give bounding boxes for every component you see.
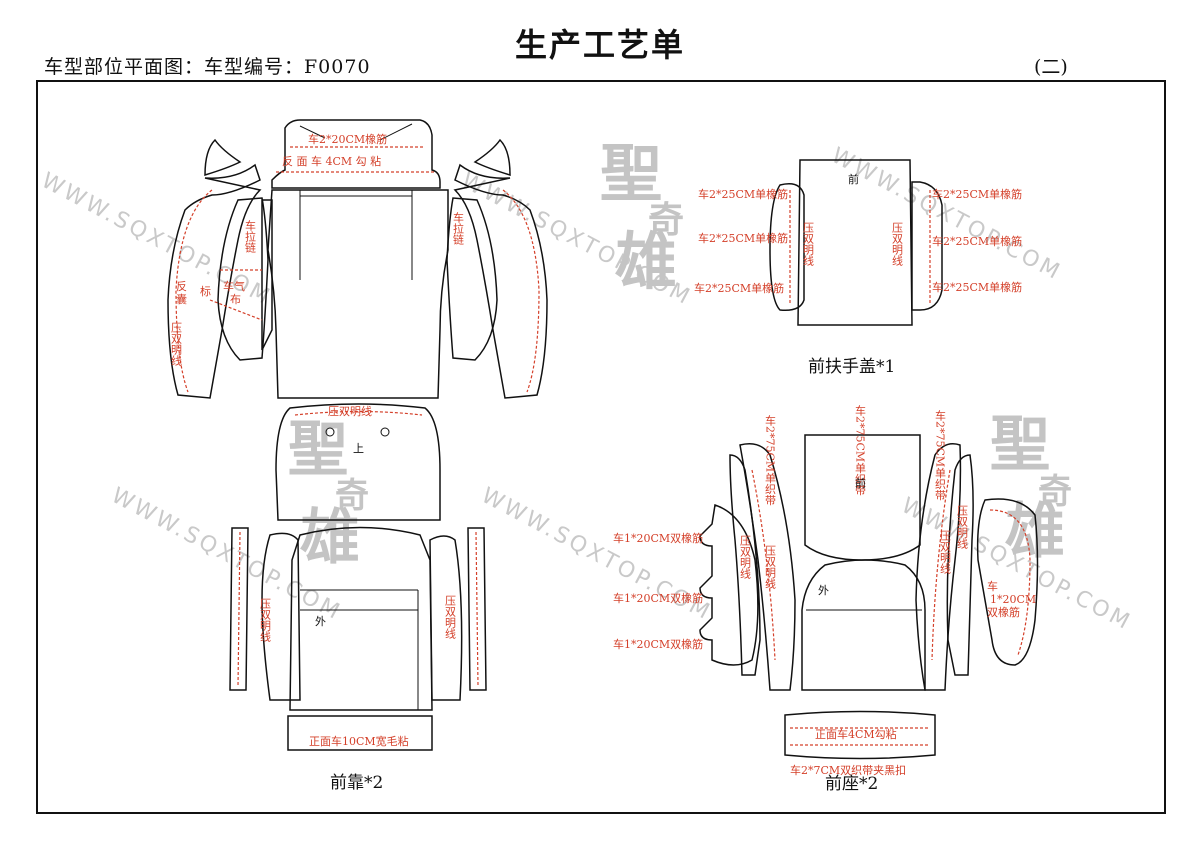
svg-text:车2*75CM单织带: 车2*75CM单织带: [934, 409, 947, 501]
svg-text:标: 标: [200, 284, 211, 298]
seat-bottom-band: [784, 710, 936, 760]
watermark-logo: 聖: [288, 415, 348, 485]
watermark-logo: 奇: [335, 476, 369, 516]
back-left-ear: [204, 138, 242, 177]
svg-text:布: 布: [230, 293, 241, 306]
svg-text:车2*75CM单织带: 车2*75CM单织带: [764, 414, 777, 506]
back-lower-right-flap: [429, 535, 463, 701]
svg-text:反 面 车 4CM 勾 粘: 反 面 车 4CM 勾 粘: [282, 154, 381, 168]
svg-text:车1*20CM双橡筋: 车1*20CM双橡筋: [613, 591, 703, 605]
seat-right-strip-b: [946, 454, 974, 676]
front-seat-pattern: [699, 434, 1039, 760]
svg-text:压双明线: 压双明线: [328, 404, 372, 418]
watermark-logo: 雄: [1005, 497, 1065, 567]
svg-text:车1*20CM双橡筋: 车1*20CM双橡筋: [613, 531, 703, 545]
back-left-side-inner: [217, 197, 269, 361]
svg-text:囊: 囊: [176, 292, 187, 306]
watermark-logo: 雄: [615, 225, 677, 298]
back-right-side-inner: [446, 197, 498, 361]
back-lower-left-flap: [261, 532, 301, 701]
document-title: 生产工艺单: [514, 26, 685, 64]
svg-text:车2*25CM单橡筋: 车2*25CM单橡筋: [932, 187, 1022, 201]
back-lower-piece: [275, 403, 441, 521]
svg-text:车拉链: 车拉链: [452, 211, 465, 245]
svg-text:压双明线: 压双明线: [259, 598, 272, 642]
watermark-url: WWW.SQXTOP.COM: [827, 143, 1066, 286]
seat-left-elastic-flap: [699, 504, 759, 666]
svg-text:前: 前: [848, 172, 859, 186]
svg-text:压双明线: 压双明线: [170, 322, 183, 366]
armrest-right-strip: [911, 181, 943, 311]
front-back-labels: 车2*20CM橡筋 反 面 车 4CM 勾 粘 车拉链 车拉链 反 囊 车气 布…: [170, 132, 465, 748]
watermark-logo: 聖: [990, 410, 1050, 480]
svg-text:上: 上: [353, 442, 364, 455]
svg-text:压双明线: 压双明线: [891, 222, 904, 266]
svg-text:压双明线: 压双明线: [739, 535, 752, 579]
svg-text:车2*75CM单织带: 车2*75CM单织带: [854, 404, 867, 496]
armrest-left-strip: [769, 183, 805, 312]
svg-text:外: 外: [818, 584, 829, 597]
svg-text:1*20CM: 1*20CM: [990, 593, 1036, 606]
seat-left-strip-a: [739, 443, 796, 691]
svg-text:压双明线: 压双明线: [444, 595, 457, 639]
svg-text:车气: 车气: [223, 279, 245, 293]
armrest-main-panel: [797, 159, 913, 326]
svg-text:压双明线: 压双明线: [802, 222, 815, 266]
back-left-side-outer: [167, 163, 262, 399]
svg-text:前: 前: [855, 476, 866, 490]
watermark-logo: 奇: [648, 199, 684, 241]
armrest-pattern: [769, 159, 943, 326]
model-subtitle: 车型部位平面图：车型编号：F0070: [44, 56, 371, 78]
watermark-logo: 聖: [600, 137, 662, 210]
back-left-strip: [229, 527, 249, 691]
svg-text:车2*25CM单橡筋: 车2*25CM单橡筋: [698, 187, 788, 201]
seat-left-strip-b: [729, 454, 761, 676]
svg-text:车2*25CM单橡筋: 车2*25CM单橡筋: [694, 281, 784, 295]
svg-text:车拉链: 车拉链: [244, 219, 257, 253]
drawing-frame: [36, 80, 1166, 814]
svg-text:正面车10CM宽毛粘: 正面车10CM宽毛粘: [309, 734, 409, 748]
svg-text:车2*25CM单橡筋: 车2*25CM单橡筋: [932, 280, 1022, 294]
back-right-ear: [473, 138, 511, 177]
watermark-logo: 雄: [300, 503, 360, 573]
front-seat-labels: 车2*75CM单织带 车2*75CM单织带 车2*75CM单织带 前 外 车1*…: [613, 404, 1036, 777]
svg-text:反: 反: [176, 280, 187, 293]
svg-text:外: 外: [315, 615, 326, 628]
seat-main-panel: [801, 559, 926, 691]
seat-right-strip-a: [915, 443, 962, 691]
svg-text:车2*20CM橡筋: 车2*20CM橡筋: [308, 132, 387, 146]
armrest-labels: 车2*25CM单橡筋 车2*25CM单橡筋 车2*25CM单橡筋 车2*25CM…: [694, 172, 1022, 295]
back-bottom-band: [287, 715, 433, 751]
seat-right-elastic-flap: [976, 498, 1039, 666]
svg-text:双橡筋: 双橡筋: [987, 605, 1020, 619]
caption-front-seat: 前座*2: [825, 774, 878, 794]
svg-text:压双明线: 压双明线: [956, 505, 969, 549]
back-top-band: [271, 119, 441, 189]
page-number: (二): [1034, 56, 1068, 78]
svg-text:车1*20CM双橡筋: 车1*20CM双橡筋: [613, 637, 703, 651]
back-right-strip: [467, 527, 487, 691]
svg-text:车2*7CM双织带夹黑扣: 车2*7CM双织带夹黑扣: [790, 763, 906, 777]
front-back-pattern: [167, 119, 548, 751]
svg-text:正面车4CM勾粘: 正面车4CM勾粘: [815, 727, 897, 741]
svg-text:车: 车: [987, 579, 998, 593]
svg-text:车2*25CM单橡筋: 车2*25CM单橡筋: [698, 231, 788, 245]
svg-text:车2*25CM单橡筋: 车2*25CM单橡筋: [932, 234, 1022, 248]
caption-front-back: 前靠*2: [330, 773, 383, 793]
back-right-side-outer: [453, 163, 548, 399]
back-main-body: [267, 189, 449, 399]
svg-text:压双明线: 压双明线: [939, 530, 952, 574]
watermark-logo: 奇: [1038, 472, 1072, 512]
svg-text:压双明线: 压双明线: [764, 545, 777, 589]
caption-armrest: 前扶手盖*1: [808, 357, 895, 377]
